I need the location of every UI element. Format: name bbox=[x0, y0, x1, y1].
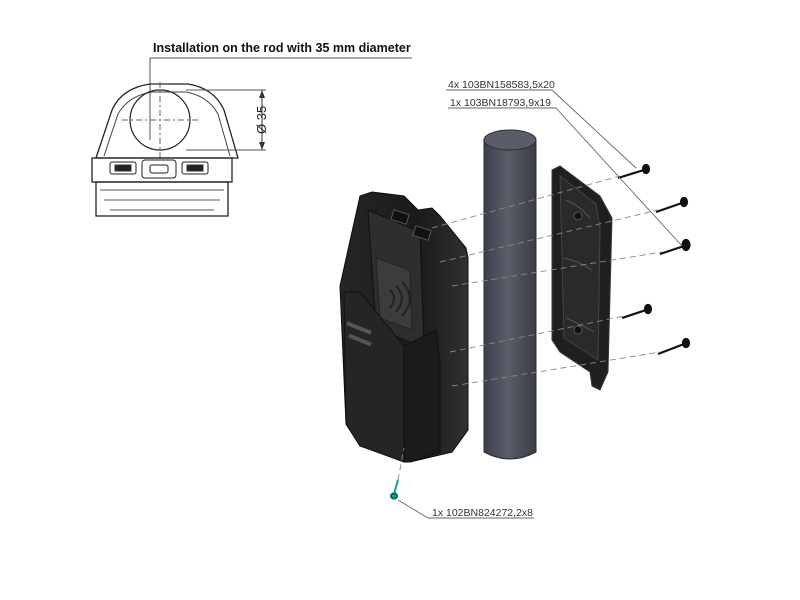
diameter-dimension-label: Ø 35 bbox=[254, 105, 269, 134]
part-label-screws-4x: 4x 103BN158583,5x20 bbox=[448, 79, 555, 91]
part-label-screw-1x-bottom: 1x 102BN824272,2x8 bbox=[432, 507, 533, 519]
screw-bottom bbox=[389, 479, 400, 500]
mounting-bracket bbox=[551, 165, 613, 391]
assembly-lines bbox=[397, 175, 663, 481]
screw-2 bbox=[655, 196, 689, 214]
screw-4 bbox=[621, 303, 653, 320]
screw-1 bbox=[617, 163, 651, 180]
screw-3 bbox=[659, 238, 691, 256]
screws bbox=[389, 163, 691, 500]
wireless-charger-print bbox=[346, 321, 372, 347]
installation-title: Installation on the rod with 35 mm diame… bbox=[153, 41, 411, 55]
charger-cradle bbox=[339, 191, 469, 463]
screw-5 bbox=[657, 337, 691, 356]
wireless-icon bbox=[389, 281, 411, 317]
mounting-rod bbox=[483, 129, 537, 460]
part-label-screw-1x-top: 1x 103BN18793,9x19 bbox=[450, 97, 551, 109]
front-view-drawing bbox=[91, 57, 412, 217]
label-leaders bbox=[397, 89, 683, 519]
